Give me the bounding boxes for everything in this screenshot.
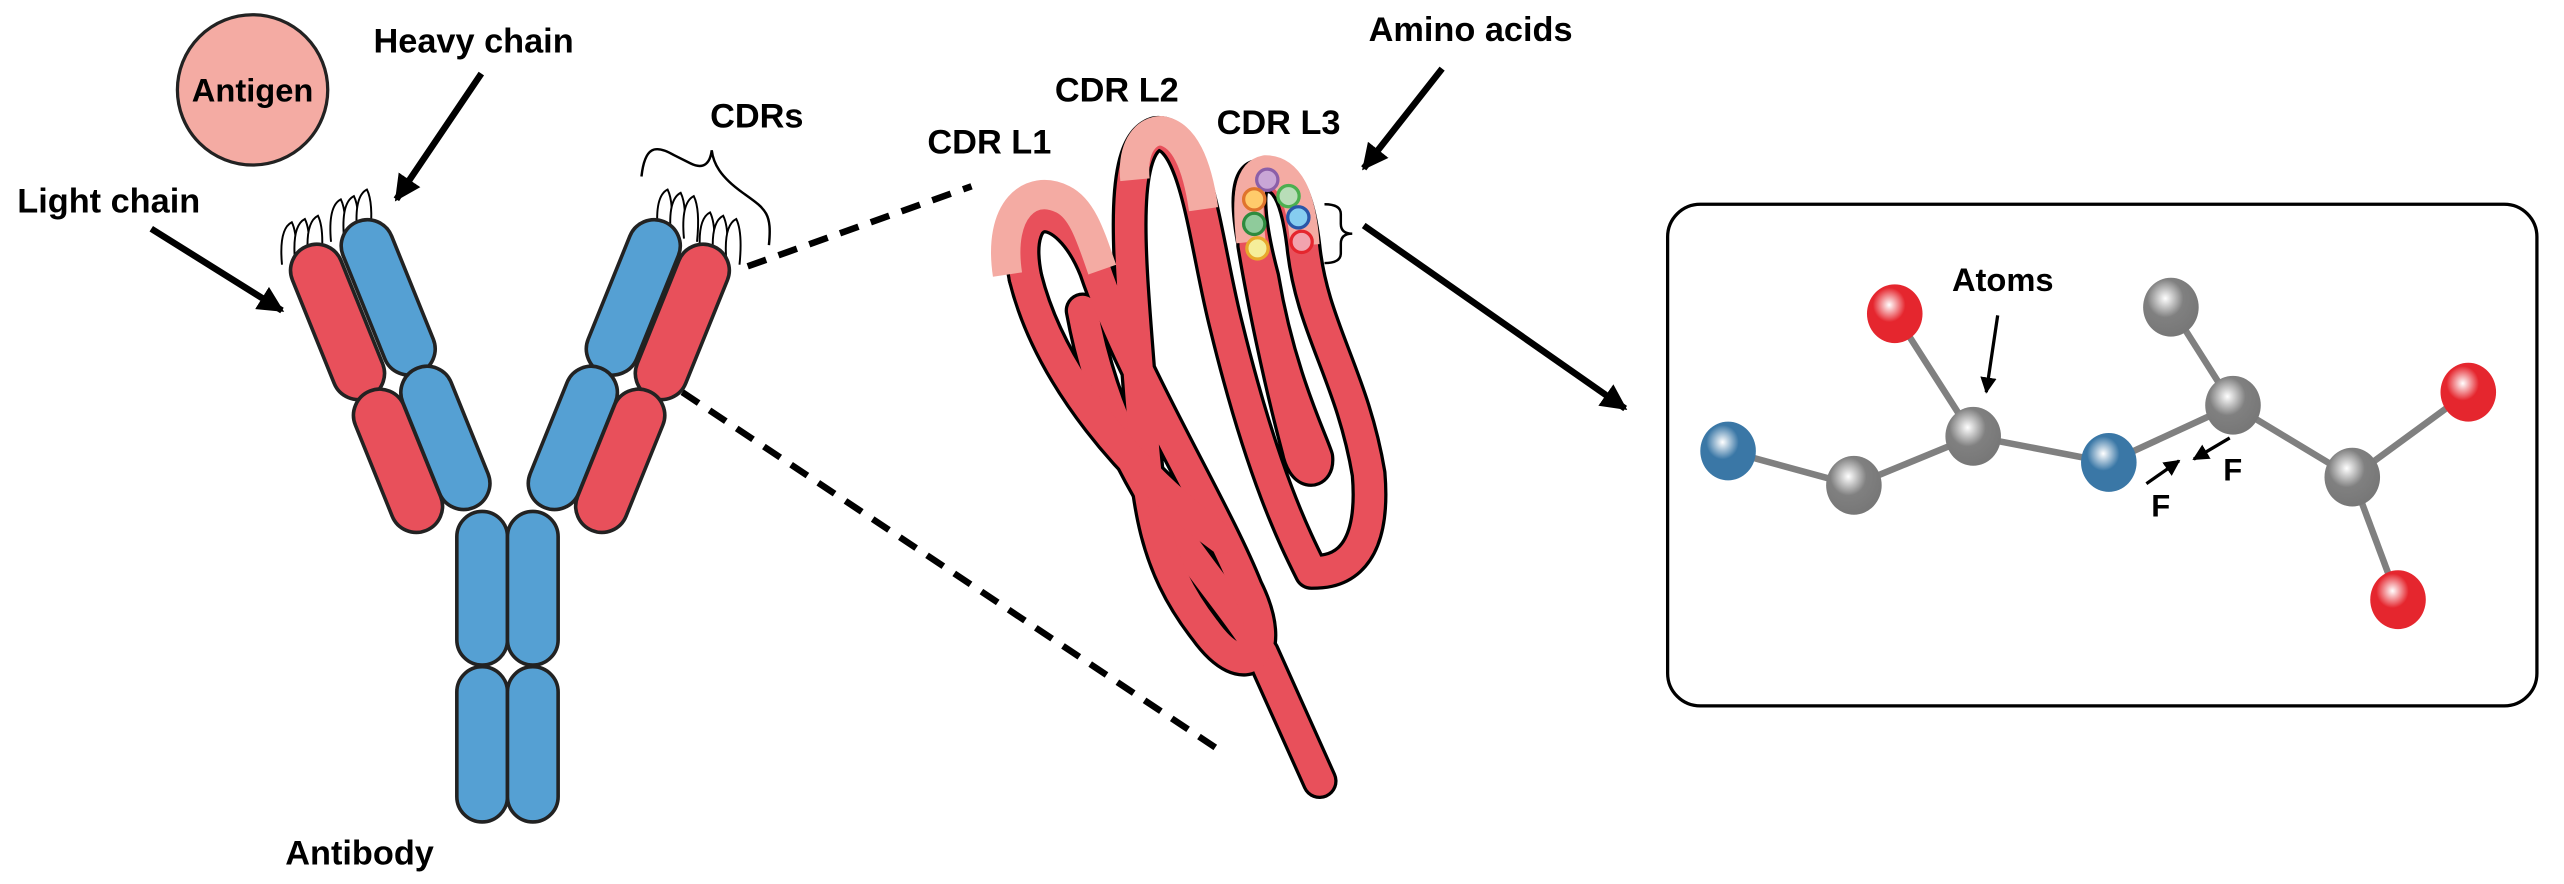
atom-carbon [1826, 455, 1882, 515]
cdrs-brace [640, 147, 771, 246]
heavy-chain-ch2-right [505, 509, 560, 667]
amino-acid-bead [1289, 229, 1314, 255]
light-chain-constant-right [573, 387, 667, 535]
atom-carbon [2205, 375, 2261, 435]
atoms-arrow [1980, 315, 2000, 394]
heavy-chain-arrow [393, 71, 485, 202]
antigen: Antigen [175, 13, 330, 167]
antigen-circle [175, 13, 330, 167]
antibody [280, 188, 742, 824]
heavy-chain-label: Heavy chain [373, 22, 573, 60]
atom-oxygen [1866, 284, 1923, 344]
atom-carbon [1945, 406, 2001, 466]
light-chain-fold [991, 116, 1388, 800]
cdrs-label: CDRs [710, 97, 803, 135]
amino-acid-bead [1241, 187, 1267, 212]
antibody-label: Antibody [285, 834, 434, 872]
cdr-l3-label: CDR L3 [1217, 104, 1341, 142]
amino-acids-label: Amino acids [1369, 11, 1573, 49]
heavy-chain-ch3-left [455, 664, 510, 824]
force-arrow-2 [2192, 436, 2231, 461]
antigen-label: Antigen [192, 71, 314, 108]
force-label-1: F [2151, 488, 2170, 523]
atom-carbon [2324, 447, 2381, 507]
light-chain-label: Light chain [17, 182, 200, 220]
amino-acid-bead [1245, 236, 1270, 261]
cdr-l2-loop [1119, 116, 1219, 212]
zoom-arrow-to-atoms [1361, 222, 1628, 412]
atom-nitrogen [1700, 421, 1756, 481]
cdr-l1-label: CDR L1 [927, 124, 1051, 162]
zoom-line-bottom [680, 389, 1224, 755]
atom-oxygen [2440, 362, 2497, 422]
cdr-l2-label: CDR L2 [1055, 71, 1179, 109]
heavy-chain-ch1-left [399, 364, 492, 512]
heavy-chain-ch3-right [505, 664, 560, 824]
force-arrow-1 [2145, 459, 2181, 486]
fold-strand-fill [1007, 119, 1385, 796]
amino-acid-bead [1276, 183, 1301, 209]
amino-acid-bead [1241, 211, 1267, 237]
amino-acids-arrow [1361, 66, 1445, 171]
amino-acid-bead [1255, 167, 1280, 192]
atom-nitrogen [2081, 433, 2137, 492]
atom-oxygen [2370, 570, 2426, 630]
molecule [1700, 277, 2497, 630]
atoms-label: Atoms [1952, 261, 2054, 298]
amino-acids-brace [1324, 203, 1353, 265]
force-label-2: F [2223, 452, 2242, 487]
amino-acid-beads [1241, 167, 1314, 261]
heavy-chain-ch2-left [455, 509, 510, 667]
cdr-l1-loop [991, 180, 1117, 277]
light-chain-arrow [149, 225, 285, 314]
amino-acid-bead [1286, 205, 1311, 230]
zoom-line-top [746, 183, 973, 270]
atom-carbon [2143, 277, 2199, 337]
